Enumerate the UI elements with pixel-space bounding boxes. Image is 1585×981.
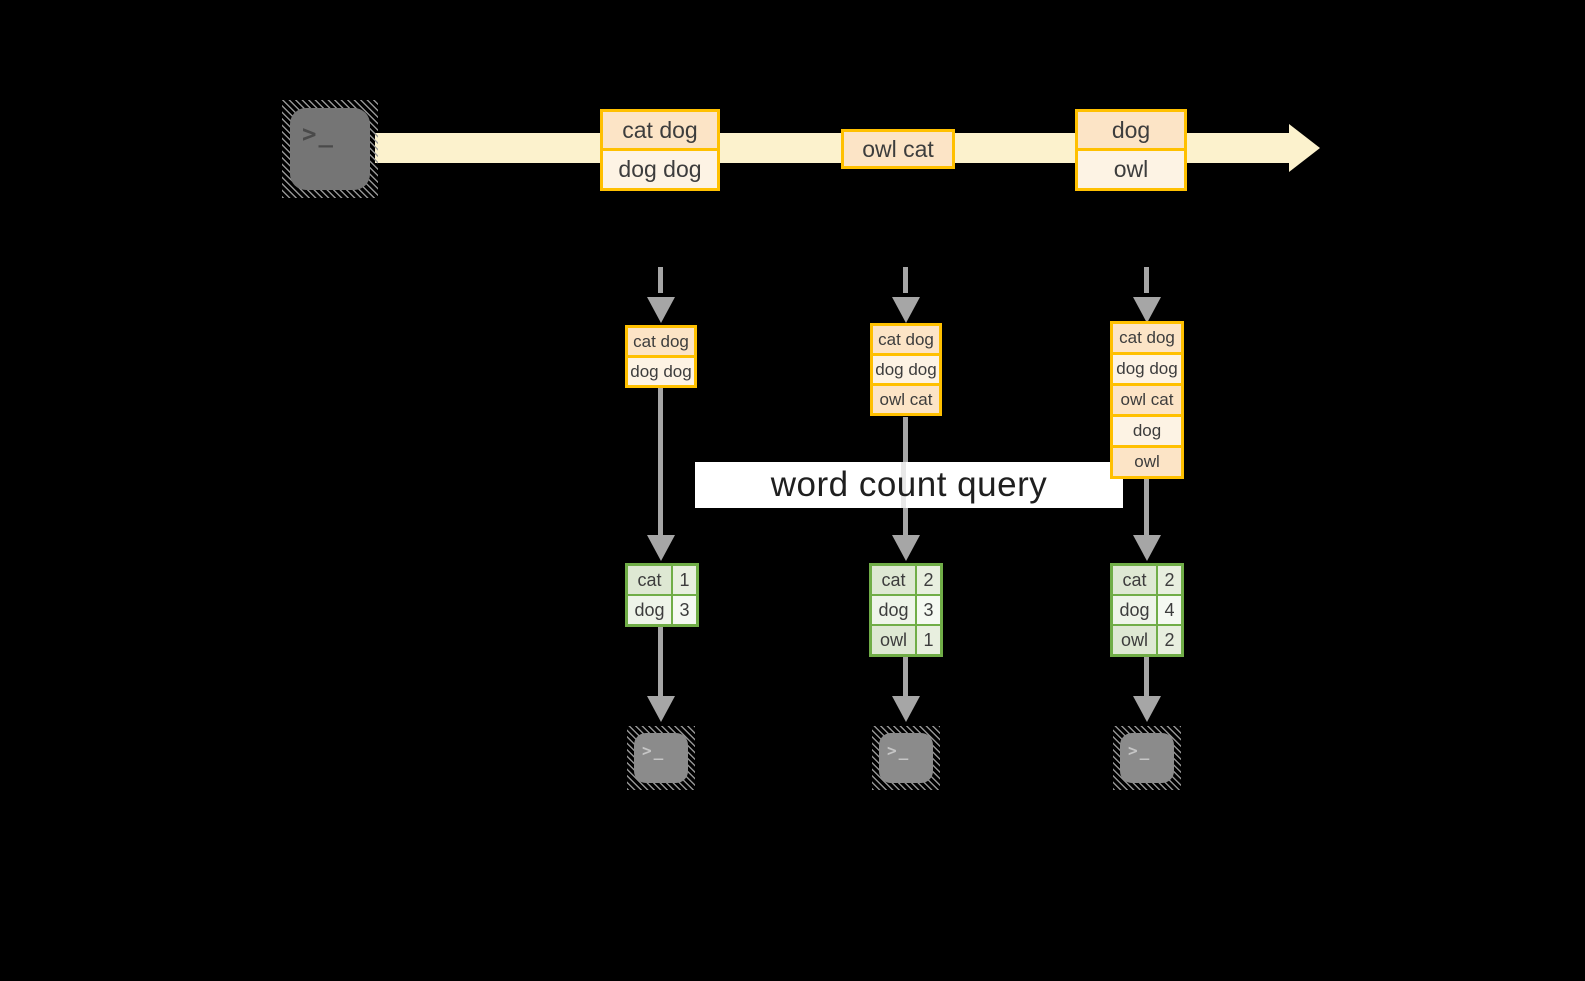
state-cell: cat dog: [1113, 324, 1181, 352]
count-cell: 3: [673, 596, 696, 624]
message-cell: cat dog: [603, 112, 717, 148]
dashed-arrow-segment: [1144, 267, 1149, 293]
query-arrow-head: [647, 535, 675, 561]
table-row: cat 2: [1113, 566, 1181, 594]
source-terminal-icon: >_: [282, 100, 378, 198]
word-cell: cat: [1113, 566, 1156, 594]
table-row: dog 3: [628, 596, 696, 624]
dashed-arrow-segment: [658, 267, 663, 293]
table-row: cat 2: [872, 566, 940, 594]
table-row: owl 1: [872, 626, 940, 654]
table-row: cat 1: [628, 566, 696, 594]
dashed-arrow-segment: [903, 267, 908, 293]
state-box-1: cat dog dog dog: [625, 325, 697, 388]
terminal-prompt-icon: >_: [887, 741, 911, 760]
query-arrow-head: [892, 535, 920, 561]
output-arrow-head: [1133, 696, 1161, 722]
dashed-arrow-head: [1133, 297, 1161, 323]
query-arrow-line: [658, 388, 663, 535]
word-cell: owl: [872, 626, 915, 654]
terminal-prompt-icon: >_: [1128, 741, 1152, 760]
output-arrow-head: [647, 696, 675, 722]
state-cell: dog dog: [1113, 355, 1181, 383]
query-label: word count query: [770, 465, 1048, 504]
state-cell: owl: [1113, 448, 1181, 476]
stream-arrow-head: [1289, 124, 1320, 172]
count-cell: 2: [1158, 626, 1181, 654]
output-arrow-line: [1144, 657, 1149, 696]
state-cell: dog: [1113, 417, 1181, 445]
sink-terminal-icon-1: >_: [627, 726, 695, 790]
state-cell: cat dog: [873, 326, 939, 353]
word-cell: dog: [872, 596, 915, 624]
stream-batch-2: owl cat: [841, 129, 955, 169]
state-cell: cat dog: [628, 328, 694, 355]
table-row: owl 2: [1113, 626, 1181, 654]
terminal-icon-body: >_: [1120, 733, 1174, 783]
message-cell: dog dog: [603, 151, 717, 188]
dashed-arrow-head: [647, 297, 675, 323]
count-cell: 3: [917, 596, 940, 624]
terminal-icon-body: >_: [879, 733, 933, 783]
sink-terminal-icon-3: >_: [1113, 726, 1181, 790]
stream-batch-3: dog owl: [1075, 109, 1187, 191]
table-row: dog 4: [1113, 596, 1181, 624]
result-table-3: cat 2 dog 4 owl 2: [1110, 563, 1184, 657]
state-cell: dog dog: [873, 356, 939, 383]
result-table-2: cat 2 dog 3 owl 1: [869, 563, 943, 657]
message-cell: dog: [1078, 112, 1184, 148]
count-cell: 2: [917, 566, 940, 594]
output-arrow-line: [658, 627, 663, 696]
terminal-icon-body: >_: [634, 733, 688, 783]
terminal-icon-body: >_: [290, 108, 370, 190]
stream-batch-1: cat dog dog dog: [600, 109, 720, 191]
sink-terminal-icon-2: >_: [872, 726, 940, 790]
word-cell: cat: [628, 566, 671, 594]
state-cell: dog dog: [628, 358, 694, 385]
word-cell: dog: [1113, 596, 1156, 624]
word-cell: dog: [628, 596, 671, 624]
word-cell: cat: [872, 566, 915, 594]
message-cell: owl: [1078, 151, 1184, 188]
state-cell: owl cat: [873, 386, 939, 413]
state-cell: owl cat: [1113, 386, 1181, 414]
query-label-band: word count query: [695, 462, 1123, 508]
message-cell: owl cat: [844, 132, 952, 166]
terminal-prompt-icon: >_: [302, 120, 335, 148]
arrow-through-label: [901, 462, 906, 508]
count-cell: 1: [917, 626, 940, 654]
count-cell: 2: [1158, 566, 1181, 594]
count-cell: 4: [1158, 596, 1181, 624]
count-cell: 1: [673, 566, 696, 594]
word-cell: owl: [1113, 626, 1156, 654]
terminal-prompt-icon: >_: [642, 741, 666, 760]
query-arrow-line: [1144, 475, 1149, 535]
result-table-1: cat 1 dog 3: [625, 563, 699, 627]
query-arrow-head: [1133, 535, 1161, 561]
state-box-2: cat dog dog dog owl cat: [870, 323, 942, 416]
output-arrow-line: [903, 657, 908, 696]
state-box-3: cat dog dog dog owl cat dog owl: [1110, 321, 1184, 479]
output-arrow-head: [892, 696, 920, 722]
table-row: dog 3: [872, 596, 940, 624]
dashed-arrow-head: [892, 297, 920, 323]
